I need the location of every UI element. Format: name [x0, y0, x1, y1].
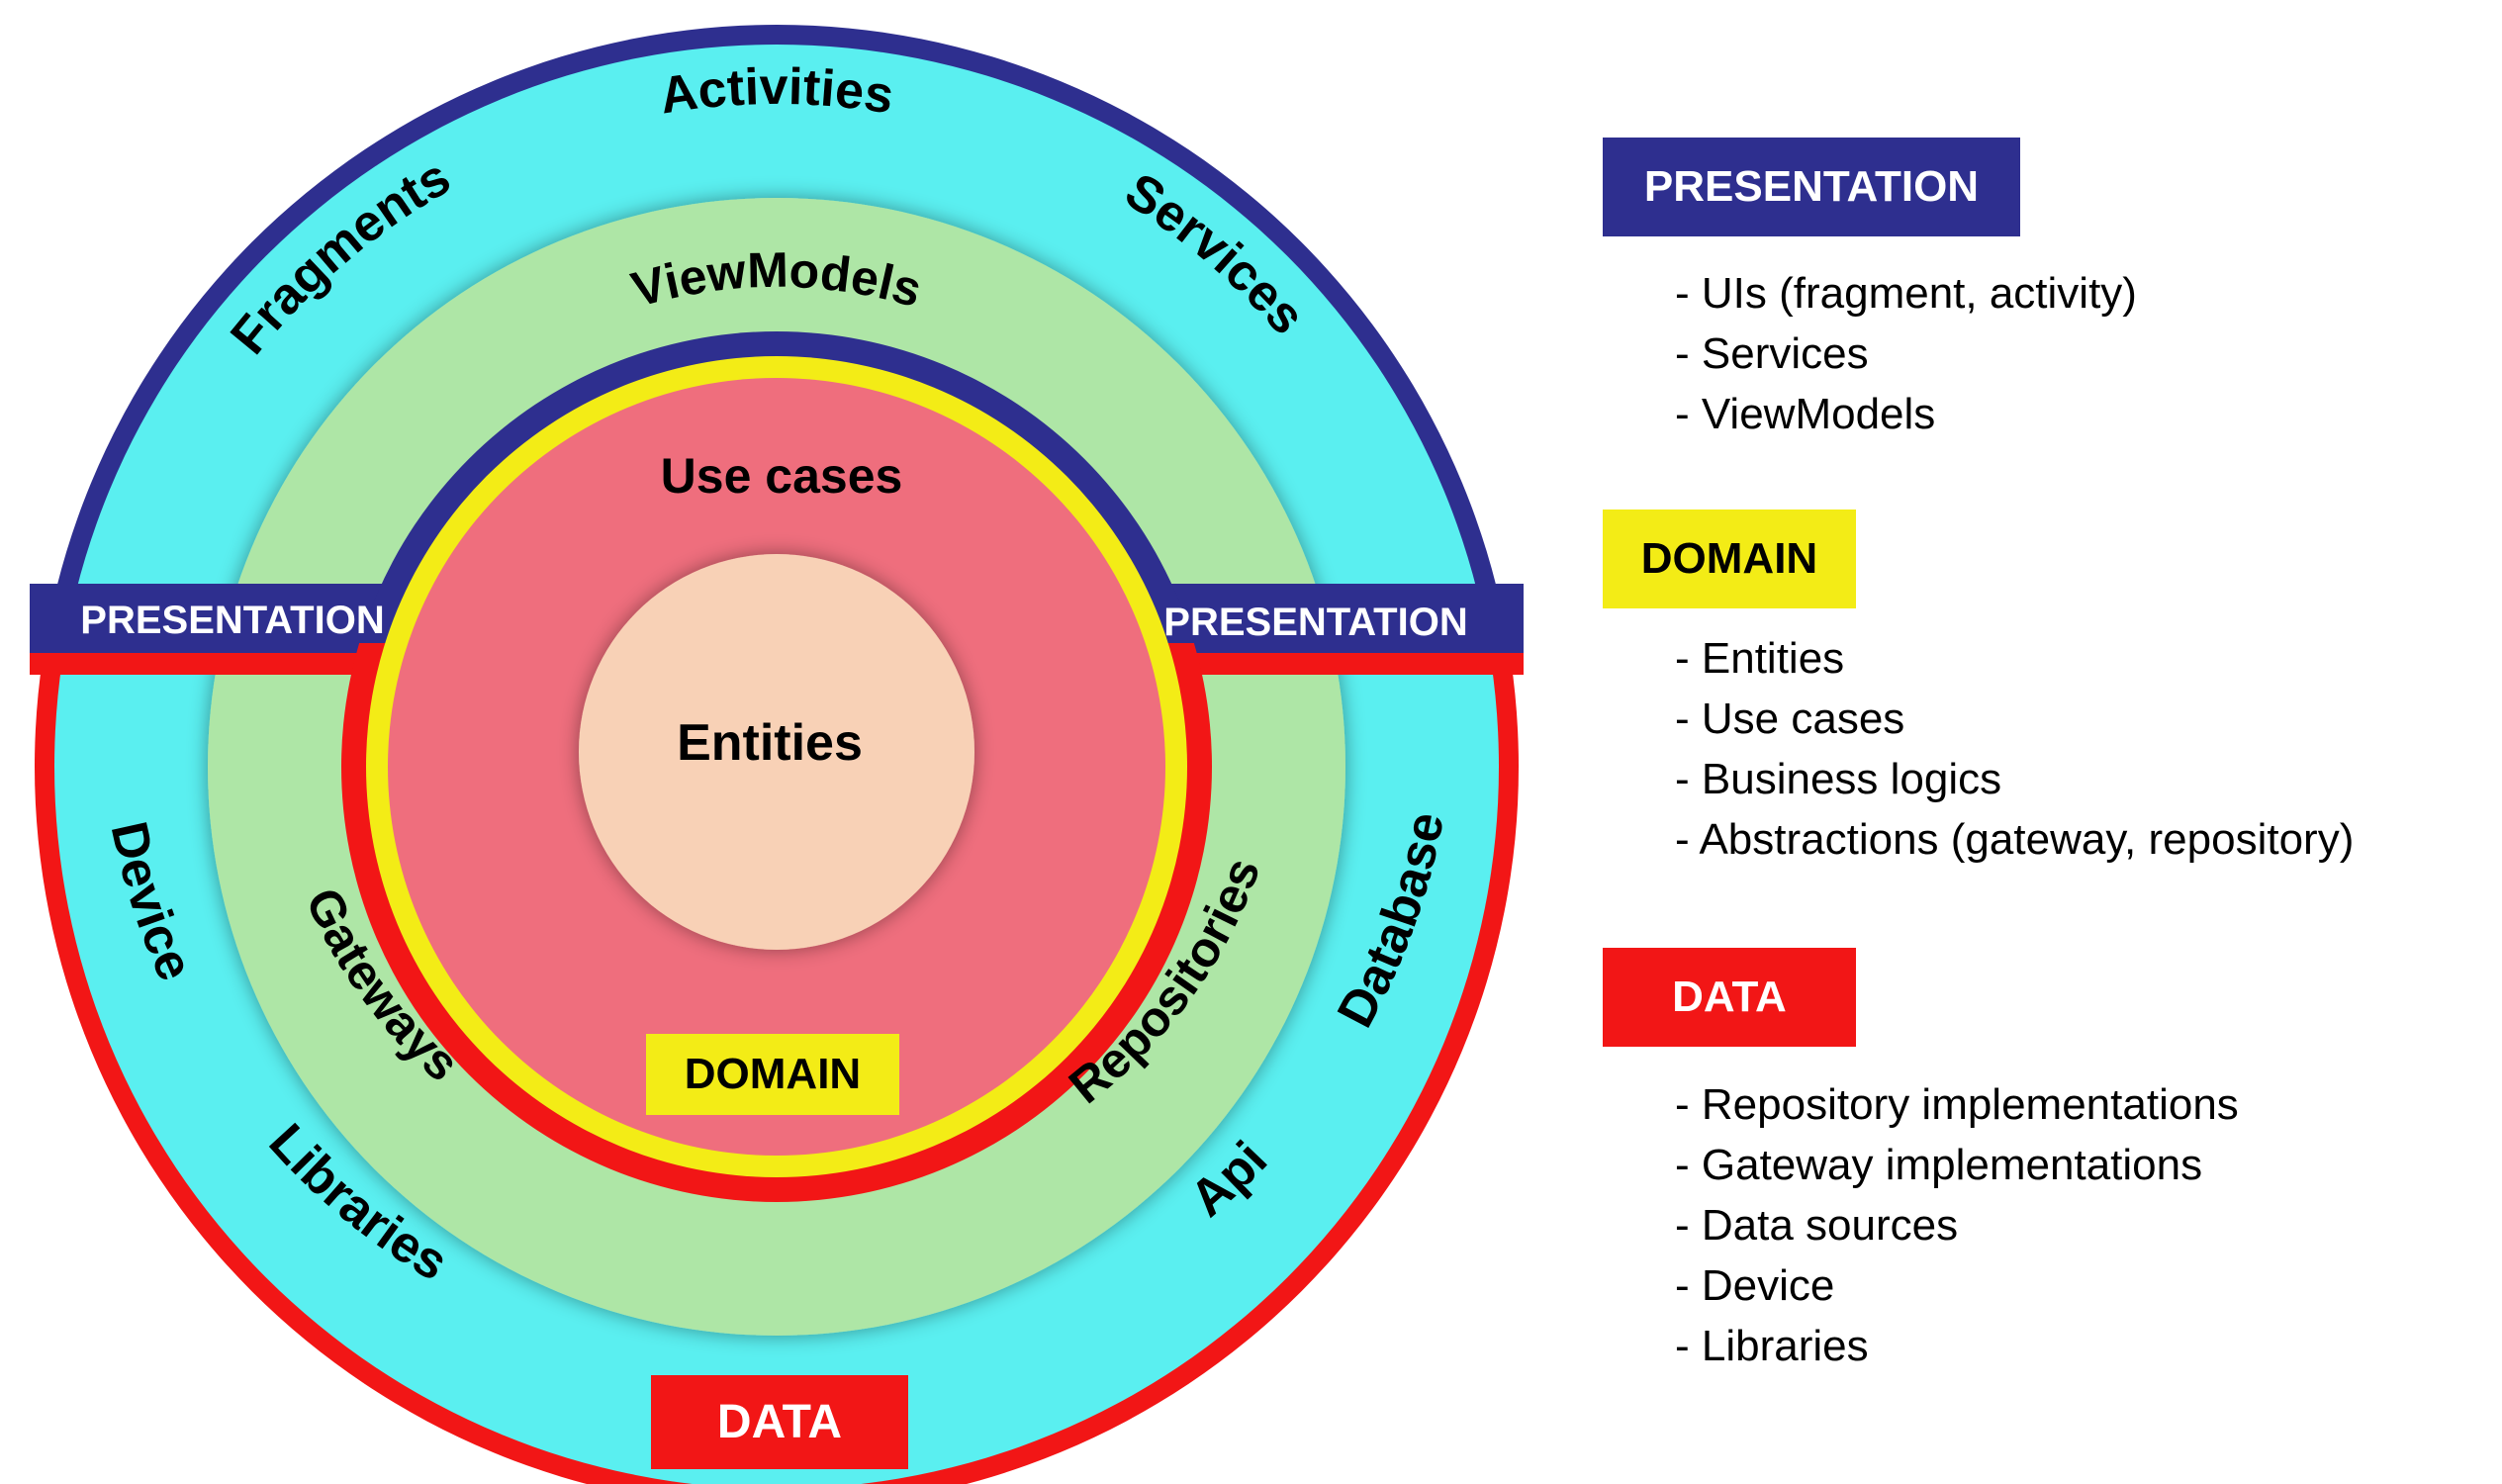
presentation-tag-right: PRESENTATION [1163, 601, 1467, 644]
legend-tag-data: DATA [1603, 948, 1856, 1047]
domain-tag-bg [646, 1034, 899, 1115]
use-cases-label: Use cases [661, 448, 903, 504]
presentation-tag-left-bg [42, 584, 416, 653]
domain-tag: DOMAIN [685, 1050, 861, 1098]
list-item: - Business logics [1675, 755, 2002, 803]
legend-list-data: - Repository implementations - Gateway i… [1675, 1074, 2239, 1376]
presentation-tag-right-bg [1138, 584, 1512, 653]
list-item: - UIs (fragment, activity) [1675, 269, 2137, 318]
legend-tag-domain: DOMAIN [1603, 510, 1856, 608]
data-tag-bg [651, 1375, 908, 1469]
list-item: - Libraries [1675, 1322, 1869, 1370]
legend-tag-domain-text: DOMAIN [1640, 534, 1818, 583]
presentation-tag-left: PRESENTATION [80, 599, 384, 642]
list-item: - Gateway implementations [1675, 1141, 2203, 1189]
legend-tag-presentation: PRESENTATION [1603, 138, 2020, 236]
list-item: - Use cases [1675, 695, 1905, 743]
clean-architecture-diagram: PRESENTATION PRESENTATION DOMAIN DATA Fr… [30, 25, 1524, 1484]
list-item: - Services [1675, 329, 1869, 378]
legend-tag-presentation-text: PRESENTATION [1643, 162, 1980, 211]
list-item: - Data sources [1675, 1201, 1959, 1250]
list-item: - ViewModels [1675, 390, 1936, 438]
list-item: - Device [1675, 1261, 1835, 1310]
outer-label-activities: Activities [656, 58, 897, 126]
entities-label: Entities [677, 714, 863, 772]
list-item: - Repository implementations [1675, 1080, 2239, 1129]
entities-circle [579, 554, 974, 950]
list-item: - Entities [1675, 634, 1845, 683]
list-item: - Abstractions (gateway, repository) [1675, 815, 2355, 864]
legend-tag-data-text: DATA [1672, 973, 1787, 1021]
legend-list-domain: - Entities - Use cases - Business logics… [1675, 628, 2354, 870]
legend-list-presentation: - UIs (fragment, activity) - Services - … [1675, 263, 2137, 444]
data-tag: DATA [717, 1396, 842, 1448]
